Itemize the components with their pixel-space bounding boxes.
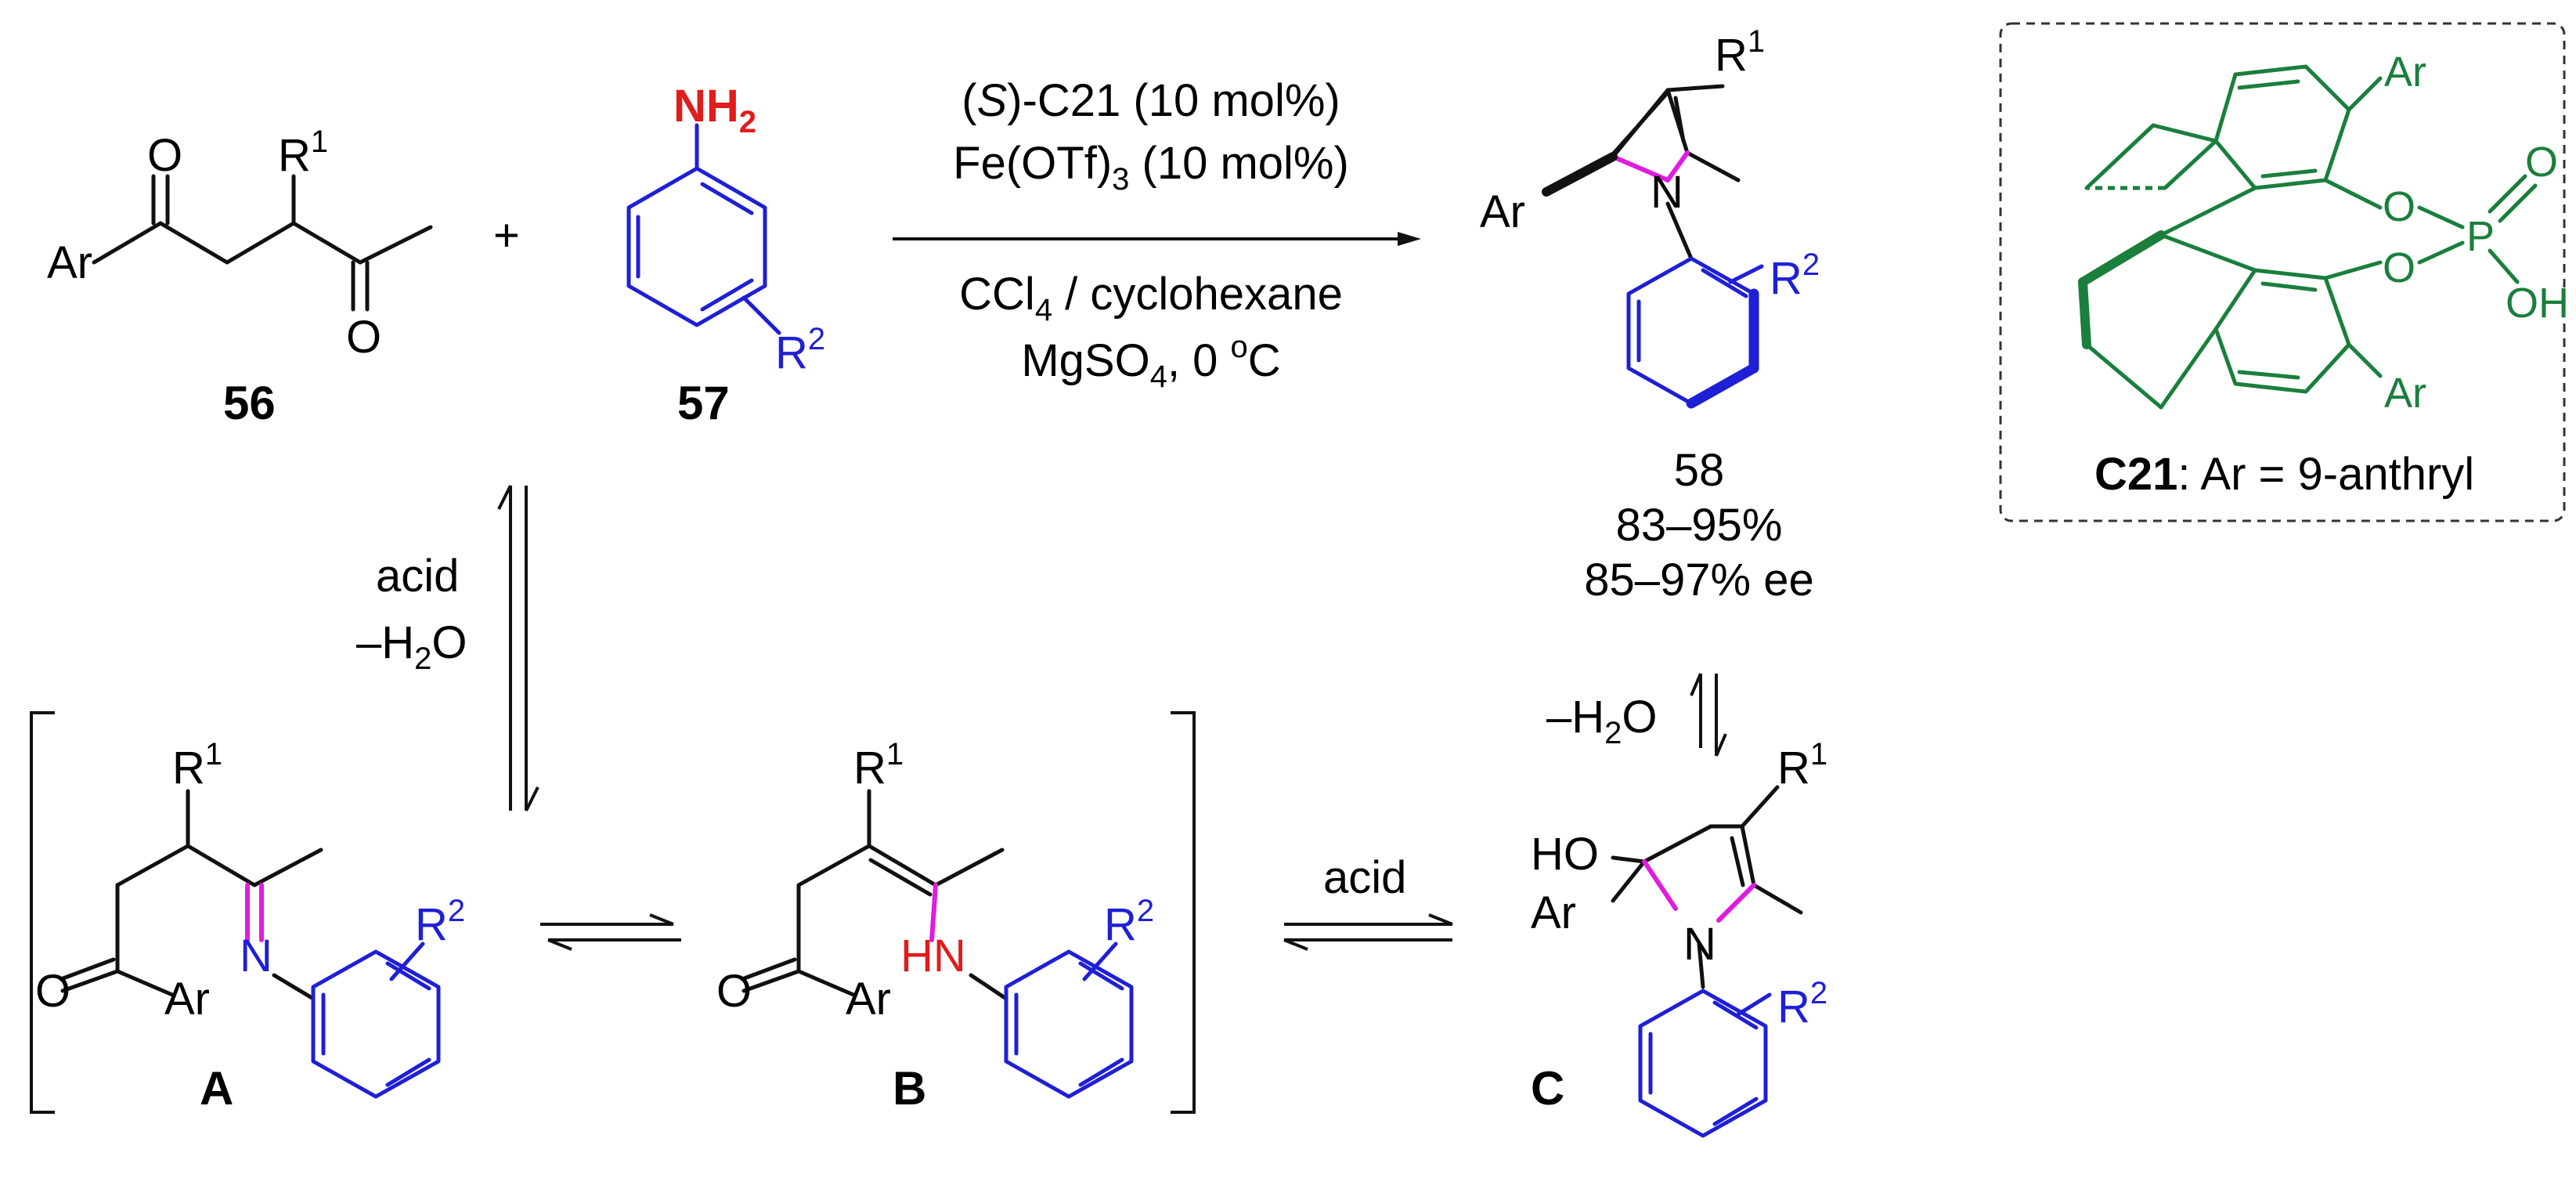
conditions-lewis-acid: Fe(OTf)3 (10 mol%) (953, 138, 1349, 197)
a-ar: Ar (164, 974, 210, 1025)
b-oxygen: O (716, 966, 752, 1017)
c56-label: 56 (223, 377, 276, 429)
a-r1: R1 (172, 737, 222, 793)
c56-oxygen-1: O (147, 130, 182, 181)
compound-58: N Ar R1 R2 58 83–95% 85–97% ee (1480, 24, 1820, 605)
c21-ar-bottom: Ar (2384, 370, 2426, 417)
equilibrium-arrow-a-b (540, 913, 681, 951)
c56-ar: Ar (47, 237, 92, 288)
b-hn: HN (900, 931, 966, 981)
intermediate-a: R1 N O Ar R2 A (35, 737, 465, 1115)
c58-label: 58 (1674, 445, 1725, 496)
catalyst-box (1999, 22, 2566, 522)
c21-oxygen-1: O (2383, 183, 2415, 230)
equilibrium-arrow-56-a (497, 485, 539, 811)
b-r1: R1 (853, 737, 904, 793)
c21-oxygen-2: O (2383, 244, 2415, 291)
c56-oxygen-2: O (346, 312, 381, 363)
c58-r1: R1 (1715, 24, 1765, 81)
bracket-left (30, 711, 55, 1114)
b-ar: Ar (846, 974, 891, 1025)
step-water-right: –H2O (1546, 692, 1658, 750)
c21-caption: C21: Ar = 9-anthryl (2094, 449, 2474, 500)
c21-phosphorus: P (2466, 213, 2495, 260)
equilibrium-arrow-b-c (1283, 913, 1453, 951)
c21-ar-top: Ar (2384, 49, 2426, 96)
a-n: N (240, 931, 272, 981)
c-n: N (1683, 919, 1716, 970)
conditions-solvent: CCl4 / cyclohexane (959, 269, 1343, 327)
c-r2: R2 (1777, 976, 1827, 1032)
c58-ee: 85–97% ee (1584, 555, 1813, 605)
conditions-catalyst: (S)-C21 (10 mol%) (961, 75, 1340, 126)
intermediate-c: HO Ar N R1 R2 C (1531, 737, 1827, 1138)
c57-nh2: NH2 (673, 81, 756, 139)
c21-hydroxyl: OH (2506, 280, 2569, 327)
catalyst-c21: Ar Ar O O P O OH C21: Ar = 9-anthryl (1999, 22, 2569, 522)
c57-r2: R2 (775, 322, 825, 378)
c-ho: HO (1531, 829, 1599, 880)
c-ar: Ar (1531, 887, 1576, 938)
step-acid-left: acid (376, 551, 459, 602)
c-r1: R1 (1777, 737, 1827, 793)
intermediate-b: R1 HN O Ar R2 B (716, 737, 1154, 1115)
b-label: B (893, 1062, 926, 1115)
step-water-left: –H2O (356, 617, 467, 676)
equilibrium-arrow-58-c (1690, 673, 1727, 757)
step-acid-bc: acid (1323, 852, 1406, 903)
plus-sign: + (493, 210, 520, 261)
b-r2: R2 (1104, 894, 1154, 950)
c56-r1: R1 (278, 125, 328, 181)
compound-57: NH2 R2 57 (626, 81, 825, 429)
a-r2: R2 (415, 894, 465, 950)
c-label: C (1531, 1062, 1564, 1115)
bracket-right (1171, 711, 1196, 1114)
c21-oxo: O (2525, 139, 2558, 186)
conditions-additive: MgSO4, 0 oC (1021, 330, 1280, 394)
reaction-conditions: (S)-C21 (10 mol%) Fe(OTf)3 (10 mol%) CCl… (953, 75, 1349, 394)
a-label: A (200, 1062, 233, 1115)
a-oxygen: O (35, 966, 70, 1017)
c57-label: 57 (677, 377, 730, 429)
compound-56: Ar O O R1 56 (47, 125, 433, 429)
c58-ar: Ar (1480, 186, 1525, 237)
c58-r2: R2 (1770, 248, 1820, 304)
c58-yield: 83–95% (1616, 500, 1783, 551)
main-reaction-arrow (893, 232, 1421, 246)
c58-n: N (1651, 167, 1683, 218)
